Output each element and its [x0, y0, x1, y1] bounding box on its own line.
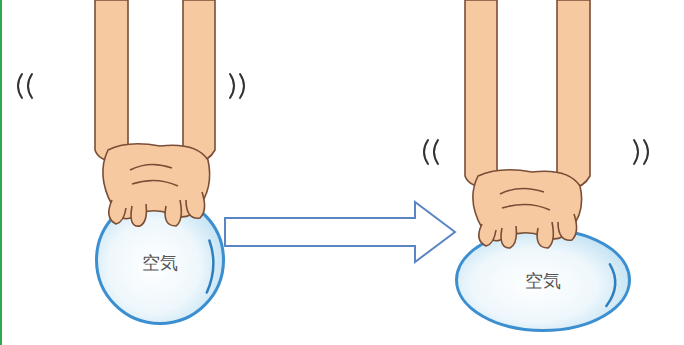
finger	[479, 224, 496, 246]
finger	[109, 200, 126, 224]
motion-mark	[18, 74, 22, 98]
motion-mark	[28, 74, 32, 98]
motion-mark	[434, 140, 438, 164]
air-balloon: 空気	[455, 228, 631, 332]
air-balloon: 空気	[95, 195, 225, 325]
hands-left	[95, 0, 215, 226]
hand	[103, 144, 210, 219]
finger-line	[130, 164, 178, 186]
finger	[558, 214, 577, 240]
finger-line	[500, 188, 550, 210]
motion-marks	[18, 74, 648, 164]
arm	[465, 0, 497, 187]
finger	[131, 204, 146, 226]
motion-mark	[424, 140, 428, 164]
finger	[501, 226, 516, 248]
arm	[183, 0, 215, 162]
hand	[473, 170, 582, 241]
balloon-label: 空気	[95, 252, 225, 274]
arm	[557, 0, 590, 188]
finger	[186, 192, 205, 218]
balloon-label: 空気	[455, 270, 631, 292]
motion-mark	[634, 140, 638, 164]
hands-right	[465, 0, 590, 248]
balloon-highlight	[207, 241, 214, 293]
arm	[95, 0, 128, 161]
motion-mark	[644, 140, 648, 164]
finger	[165, 200, 181, 226]
finger	[537, 222, 553, 248]
balloon-highlight	[606, 264, 615, 306]
block-arrow	[225, 202, 455, 262]
motion-mark	[230, 74, 234, 98]
motion-mark	[240, 74, 244, 98]
edge-rule	[0, 0, 2, 345]
